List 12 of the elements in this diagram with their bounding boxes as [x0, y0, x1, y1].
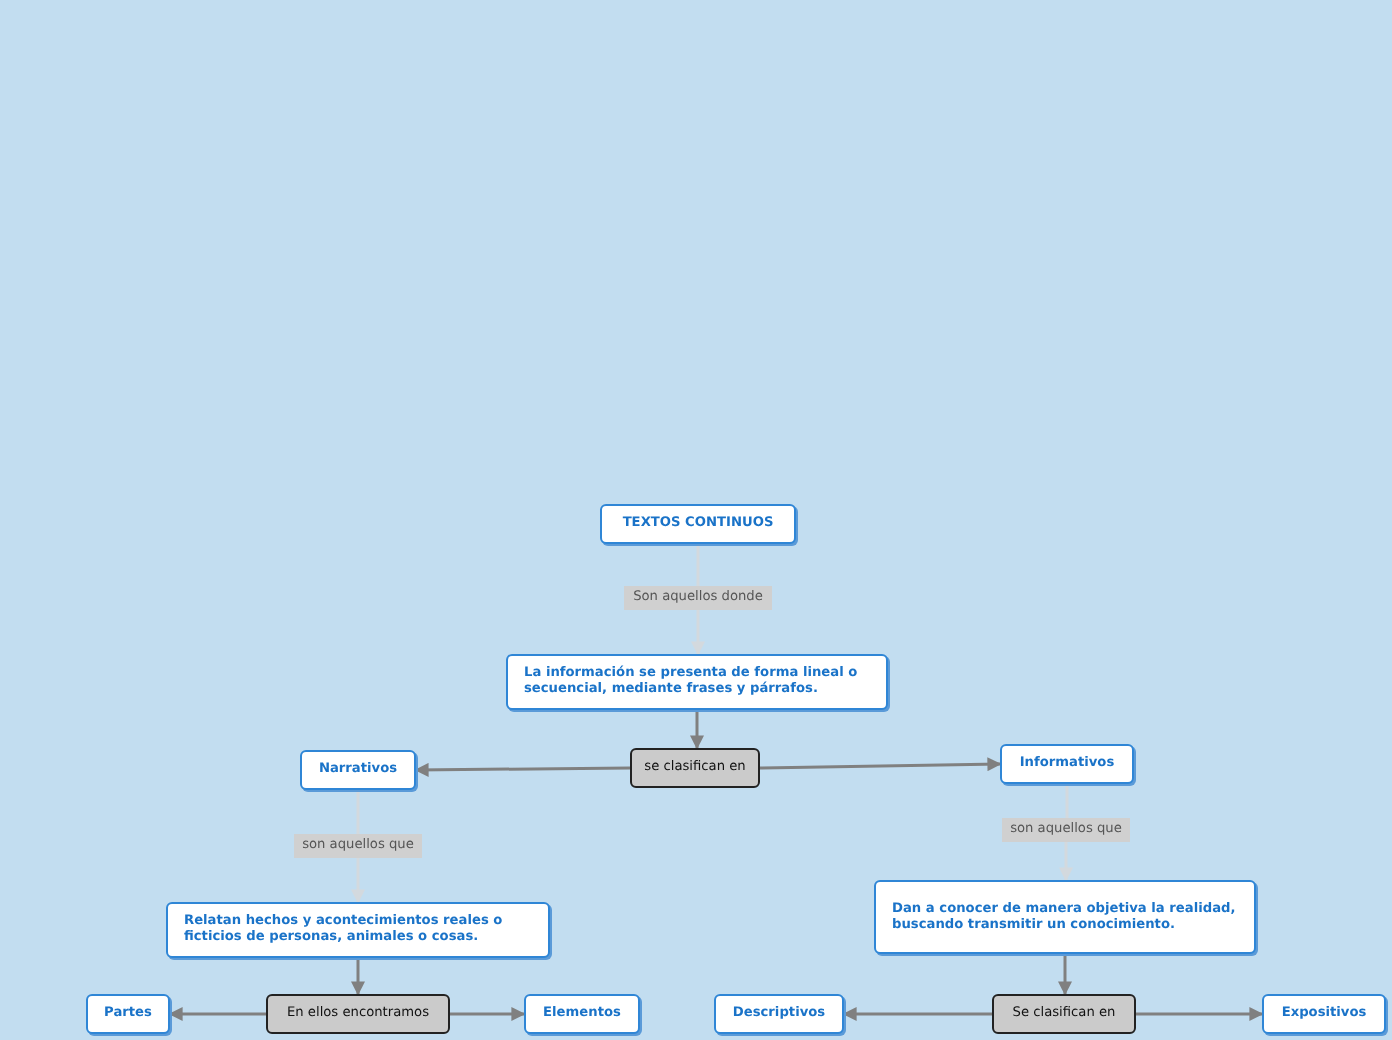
arrow [842, 1007, 992, 1021]
arrow [690, 710, 704, 750]
arrow [1059, 842, 1073, 882]
arrow [1058, 954, 1072, 996]
arrow [1136, 1007, 1264, 1021]
arrow [759, 757, 1002, 772]
arrow [691, 610, 705, 656]
arrow [414, 762, 630, 777]
arrow [351, 958, 365, 996]
arrow [351, 858, 365, 904]
arrow [168, 1007, 266, 1021]
arrow [450, 1007, 526, 1021]
